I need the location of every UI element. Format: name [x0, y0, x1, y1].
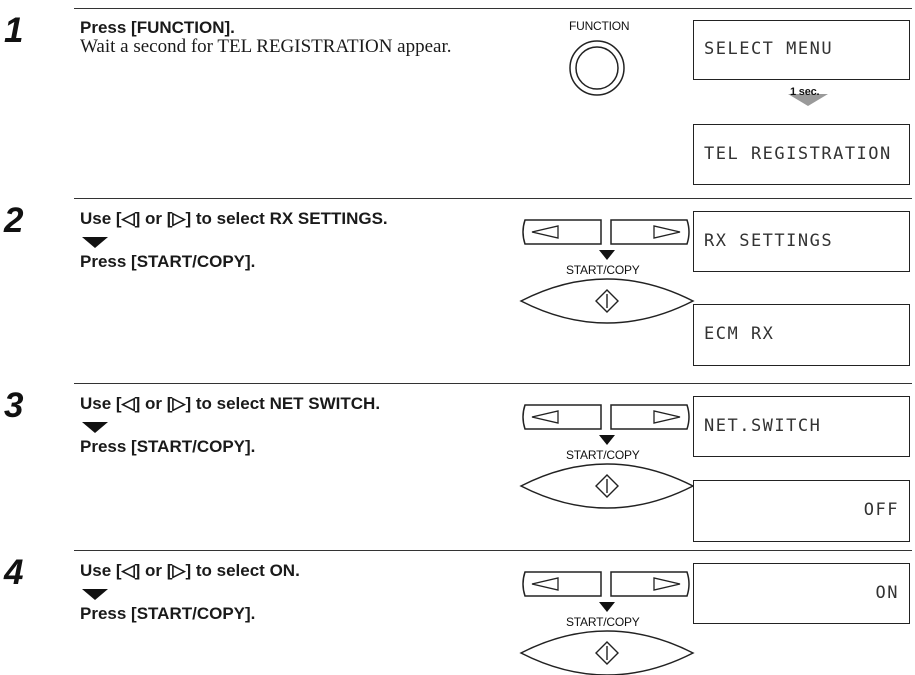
right-arrow-button[interactable]: [610, 404, 692, 430]
next-arrow: [82, 589, 108, 600]
press-arrow: [599, 250, 615, 260]
step-divider: [74, 550, 912, 551]
right-arrow-button[interactable]: [610, 219, 692, 245]
step-divider: [74, 383, 912, 384]
step-title: Press [FUNCTION].: [80, 18, 235, 37]
step-action: Press [START/COPY].: [80, 437, 256, 456]
step-action: Press [START/COPY].: [80, 604, 256, 623]
display-ecm-rx: ECM RX: [693, 304, 910, 366]
step-divider: [74, 8, 912, 9]
display-tel-registration: TEL REGISTRATION: [693, 124, 910, 185]
step-instruction: Use [◁] or [▷] to select RX SETTINGS.: [80, 209, 388, 228]
press-arrow: [599, 602, 615, 612]
delay-arrow: [788, 94, 828, 106]
display-off: OFF: [693, 480, 910, 542]
step-divider: [74, 198, 912, 199]
start-copy-label: START/COPY: [566, 615, 640, 629]
display-on: ON: [693, 563, 910, 624]
delay-label: 1 sec.: [790, 86, 820, 98]
step-action: Press [START/COPY].: [80, 252, 256, 271]
left-arrow-button[interactable]: [522, 219, 604, 245]
step-note: Wait a second for TEL REGISTRATION appea…: [80, 36, 452, 57]
step-number: 1: [4, 11, 24, 50]
next-arrow: [82, 422, 108, 433]
step-number: 4: [4, 553, 24, 592]
step-number: 2: [4, 201, 24, 240]
press-arrow: [599, 435, 615, 445]
display-net-switch: NET.SWITCH: [693, 396, 910, 457]
next-arrow: [82, 237, 108, 248]
left-arrow-button[interactable]: [522, 404, 604, 430]
start-copy-label: START/COPY: [566, 263, 640, 277]
step-instruction: Use [◁] or [▷] to select NET SWITCH.: [80, 394, 381, 413]
right-arrow-button[interactable]: [610, 571, 692, 597]
step-instruction: Use [◁] or [▷] to select ON.: [80, 561, 300, 580]
function-button[interactable]: [569, 40, 625, 96]
start-copy-button[interactable]: [519, 630, 695, 675]
left-arrow-button[interactable]: [522, 571, 604, 597]
step-number: 3: [4, 386, 24, 425]
display-rx-settings: RX SETTINGS: [693, 211, 910, 272]
display-select-menu: SELECT MENU: [693, 20, 910, 80]
start-copy-button[interactable]: [519, 278, 695, 324]
start-copy-button[interactable]: [519, 463, 695, 509]
function-button-label: FUNCTION: [569, 19, 630, 33]
start-copy-label: START/COPY: [566, 448, 640, 462]
